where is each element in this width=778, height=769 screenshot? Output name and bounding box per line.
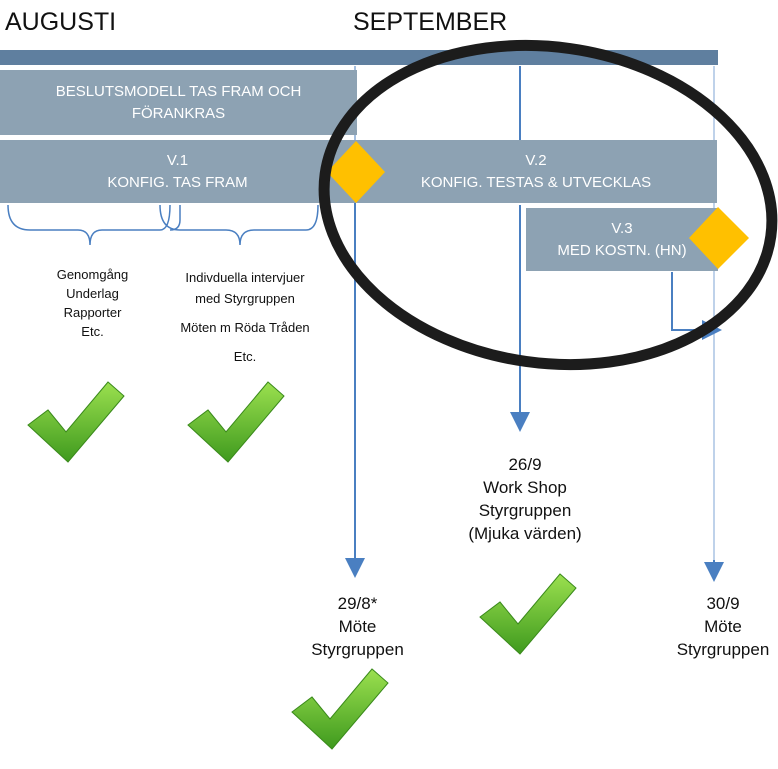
milestone-30-9: 30/9 Möte Styrgruppen (676, 594, 770, 659)
phase-v3: V.3 MED KOSTN. (HN) (526, 208, 718, 271)
phase-beslutsmodell: BESLUTSMODELL TAS FRAM OCH FÖRANKRAS (0, 70, 357, 135)
phase-v2: V.2 KONFIG. TESTAS & UTVECKLAS (355, 140, 717, 203)
month-august: AUGUSTI (5, 8, 117, 36)
check-icon-mote (291, 668, 389, 750)
milestone-29-8: 29/8* Möte Styrgruppen (311, 594, 404, 659)
milestone-diamond-v1 (327, 141, 385, 203)
milestone-26-9: 26/9 Work Shop Styrgruppen (Mjuka värden… (468, 455, 582, 543)
phase-v1: V.1 KONFIG. TAS FRAM (0, 140, 355, 203)
month-september: SEPTEMBER (353, 8, 508, 36)
check-icon-intervjuer (187, 381, 285, 463)
highlight-ellipse (318, 39, 778, 371)
note-genomgang: Genomgång Underlag Rapporter Etc. (56, 267, 129, 339)
timeline-bar (0, 50, 718, 65)
note-intervjuer: Indivduella intervjuer med Styrgruppen M… (180, 270, 310, 364)
check-icon-genomgang (27, 381, 125, 463)
check-icon-workshop (479, 573, 577, 655)
milestone-diamond-v3 (689, 207, 749, 269)
